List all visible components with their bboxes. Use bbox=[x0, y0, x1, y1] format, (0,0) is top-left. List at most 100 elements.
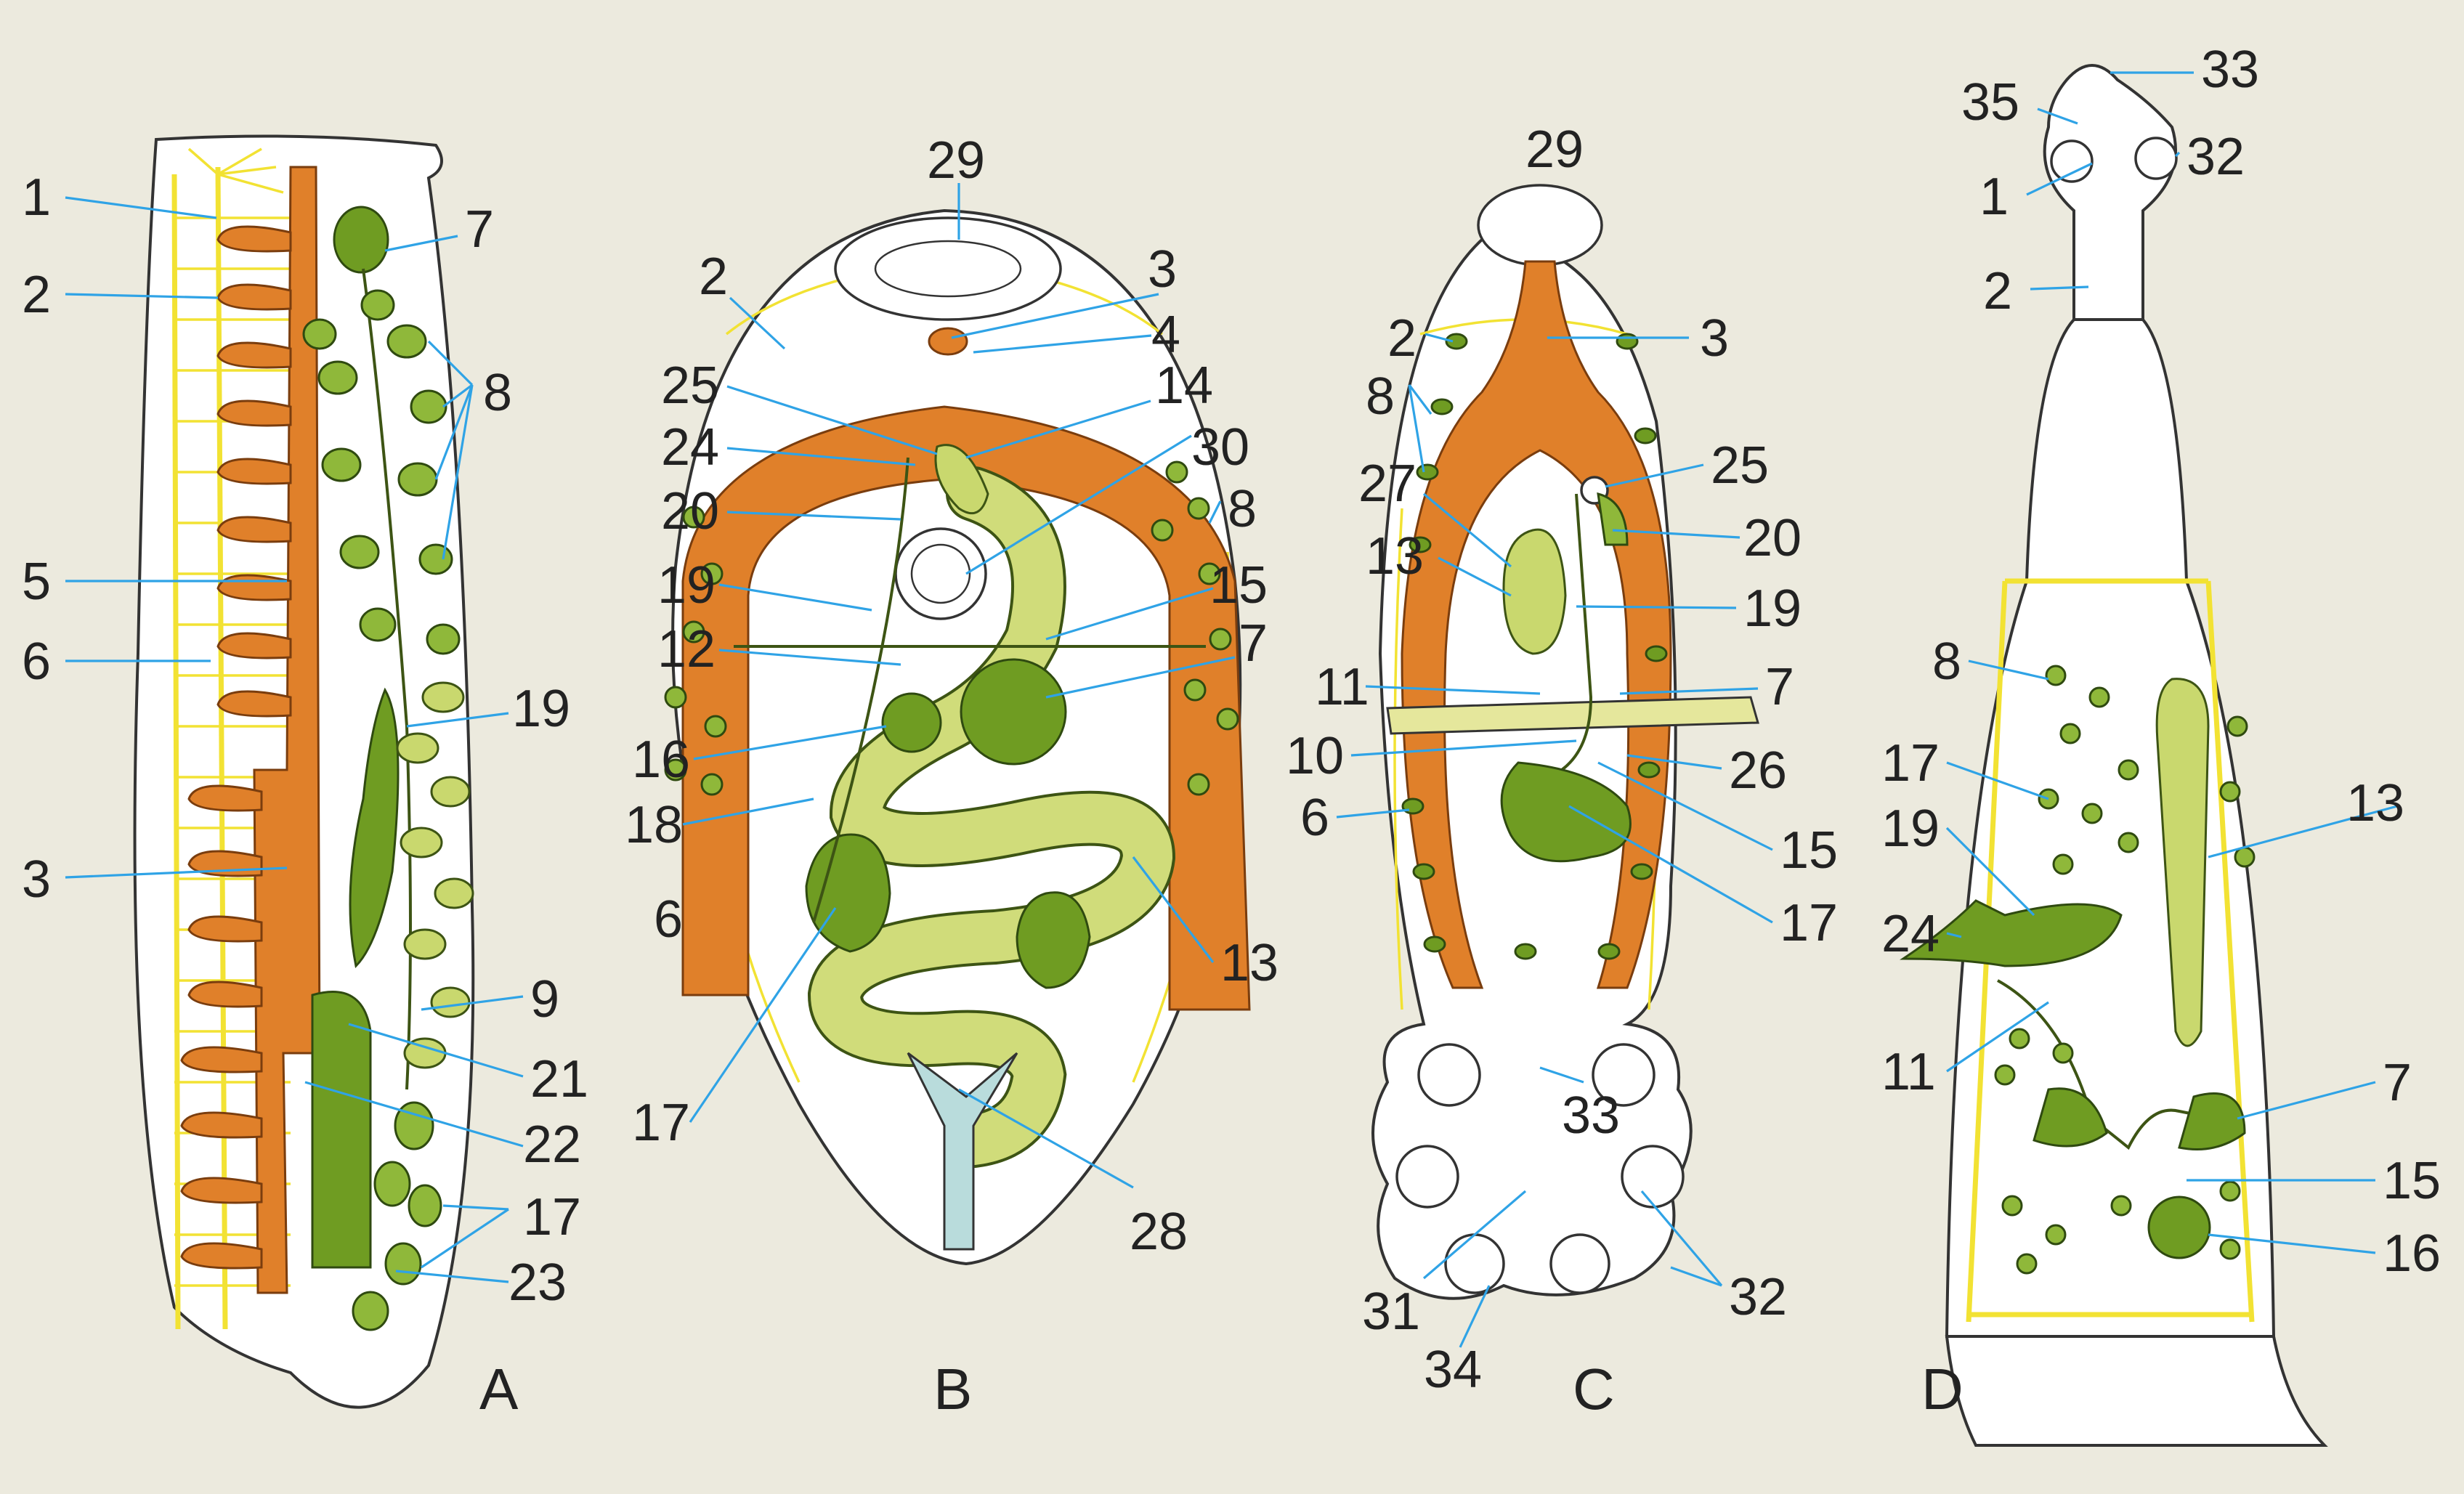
label-c-17: 17 bbox=[1780, 894, 1838, 952]
panel-d-neck bbox=[2025, 318, 2189, 582]
label-b-29: 29 bbox=[927, 131, 985, 190]
svg-text:20: 20 bbox=[661, 482, 719, 540]
label-d-16: 16 bbox=[2383, 1225, 2441, 1283]
label-b-14: 14 bbox=[1155, 357, 1213, 415]
label-d-35: 35 bbox=[1961, 73, 2019, 131]
svg-text:21: 21 bbox=[530, 1050, 588, 1108]
panel-label-d: D bbox=[1921, 1357, 1963, 1421]
label-d-24: 24 bbox=[1881, 905, 1940, 963]
label-c-2: 2 bbox=[1387, 309, 1417, 368]
svg-text:33: 33 bbox=[1562, 1087, 1620, 1145]
label-c-33: 33 bbox=[1562, 1087, 1620, 1145]
svg-text:31: 31 bbox=[1362, 1283, 1420, 1341]
panel-c-oral-sucker bbox=[1477, 184, 1603, 267]
panel-d-uterus bbox=[2155, 678, 2210, 1047]
panel-d-labels: 33 35 32 1 2 8 17 13 19 24 11 7 15 16 bbox=[1881, 41, 2441, 1283]
svg-text:16: 16 bbox=[2383, 1225, 2441, 1283]
panel-d-next-segment bbox=[1945, 1335, 2328, 1447]
label-c-32: 32 bbox=[1729, 1268, 1787, 1326]
label-b-2: 2 bbox=[699, 248, 728, 306]
label-b-13: 13 bbox=[1220, 934, 1278, 992]
svg-text:12: 12 bbox=[657, 620, 716, 678]
svg-text:5: 5 bbox=[22, 553, 51, 611]
svg-text:8: 8 bbox=[1932, 633, 1961, 691]
label-a-17: 17 bbox=[523, 1188, 581, 1246]
panel-d-scolex bbox=[2043, 64, 2177, 321]
label-c-26: 26 bbox=[1729, 742, 1787, 800]
label-b-30: 30 bbox=[1191, 418, 1249, 476]
svg-text:2: 2 bbox=[699, 248, 728, 306]
svg-text:15: 15 bbox=[2383, 1152, 2441, 1210]
label-a-1: 1 bbox=[22, 169, 51, 227]
panel-a-brain bbox=[187, 147, 284, 194]
svg-text:26: 26 bbox=[1729, 742, 1787, 800]
svg-text:13: 13 bbox=[1220, 934, 1278, 992]
svg-text:13: 13 bbox=[1366, 527, 1424, 585]
label-d-32: 32 bbox=[2187, 128, 2245, 186]
panel-d-ovary-right bbox=[2178, 1092, 2246, 1150]
label-c-13: 13 bbox=[1366, 527, 1424, 585]
svg-text:13: 13 bbox=[2346, 774, 2404, 832]
svg-text:19: 19 bbox=[657, 556, 716, 614]
label-c-27: 27 bbox=[1358, 455, 1417, 513]
panel-c-vagina-bar bbox=[1386, 696, 1759, 735]
label-b-16: 16 bbox=[632, 731, 690, 789]
label-a-19: 19 bbox=[512, 680, 570, 738]
label-d-7: 7 bbox=[2383, 1054, 2412, 1112]
panel-c-opisthaptor-suckers bbox=[1395, 1043, 1685, 1294]
panel-b-labels: 29 2 3 4 25 14 24 30 20 8 19 15 12 7 16 … bbox=[625, 131, 1278, 1261]
panel-a-vitellaria-light bbox=[396, 681, 474, 1069]
panel-a-gut bbox=[253, 166, 321, 1294]
svg-text:1: 1 bbox=[1979, 168, 2009, 226]
label-d-19: 19 bbox=[1881, 800, 1940, 858]
panel-b-testis-left bbox=[805, 833, 891, 953]
svg-text:3: 3 bbox=[1148, 240, 1177, 299]
panel-c-testis bbox=[1502, 528, 1567, 655]
panel-a-reproductive bbox=[302, 206, 474, 1331]
label-d-11: 11 bbox=[1881, 1043, 1936, 1101]
label-d-17: 17 bbox=[1881, 734, 1940, 792]
panel-b-testis-right bbox=[1016, 891, 1091, 989]
svg-text:29: 29 bbox=[927, 131, 985, 190]
label-b-20: 20 bbox=[661, 482, 719, 540]
svg-text:17: 17 bbox=[1881, 734, 1940, 792]
svg-text:25: 25 bbox=[1711, 437, 1769, 495]
panel-a-vitellaria bbox=[302, 289, 461, 655]
label-c-29: 29 bbox=[1525, 121, 1584, 179]
svg-text:7: 7 bbox=[1239, 614, 1268, 673]
label-a-21: 21 bbox=[530, 1050, 588, 1108]
panel-b-figure bbox=[664, 208, 1251, 1266]
panel-c-ovary bbox=[1500, 761, 1632, 863]
panel-d-vitellarium bbox=[2147, 1195, 2211, 1259]
svg-text:8: 8 bbox=[1366, 368, 1395, 426]
svg-text:9: 9 bbox=[530, 970, 559, 1028]
svg-text:6: 6 bbox=[22, 633, 51, 691]
label-b-28: 28 bbox=[1130, 1203, 1188, 1261]
svg-text:17: 17 bbox=[523, 1188, 581, 1246]
svg-text:2: 2 bbox=[1983, 262, 2012, 320]
svg-text:17: 17 bbox=[632, 1094, 690, 1152]
svg-text:34: 34 bbox=[1424, 1341, 1482, 1399]
svg-text:17: 17 bbox=[1780, 894, 1838, 952]
svg-text:7: 7 bbox=[465, 200, 494, 259]
svg-text:29: 29 bbox=[1525, 121, 1584, 179]
label-d-2: 2 bbox=[1983, 262, 2012, 320]
label-c-10: 10 bbox=[1286, 727, 1344, 785]
leader-lines bbox=[65, 71, 2398, 1348]
svg-text:30: 30 bbox=[1191, 418, 1249, 476]
panel-label-b: B bbox=[933, 1357, 972, 1421]
label-d-1: 1 bbox=[1979, 168, 2009, 226]
svg-text:25: 25 bbox=[661, 357, 719, 415]
panel-a-vitellaria-lower bbox=[352, 1101, 442, 1331]
panel-c-labels: 29 2 3 8 25 27 20 13 19 11 7 10 26 6 15 … bbox=[1286, 121, 1838, 1399]
label-c-25: 25 bbox=[1711, 437, 1769, 495]
svg-text:B: B bbox=[933, 1357, 972, 1421]
label-b-15: 15 bbox=[1209, 556, 1268, 614]
label-c-15: 15 bbox=[1780, 821, 1838, 880]
panel-b-excretory-bladder bbox=[907, 1052, 1018, 1251]
label-b-3: 3 bbox=[1148, 240, 1177, 299]
svg-text:C: C bbox=[1573, 1357, 1615, 1421]
svg-text:4: 4 bbox=[1151, 306, 1180, 364]
panel-letters: A B C D bbox=[479, 1357, 1963, 1421]
label-c-31: 31 bbox=[1362, 1283, 1420, 1341]
